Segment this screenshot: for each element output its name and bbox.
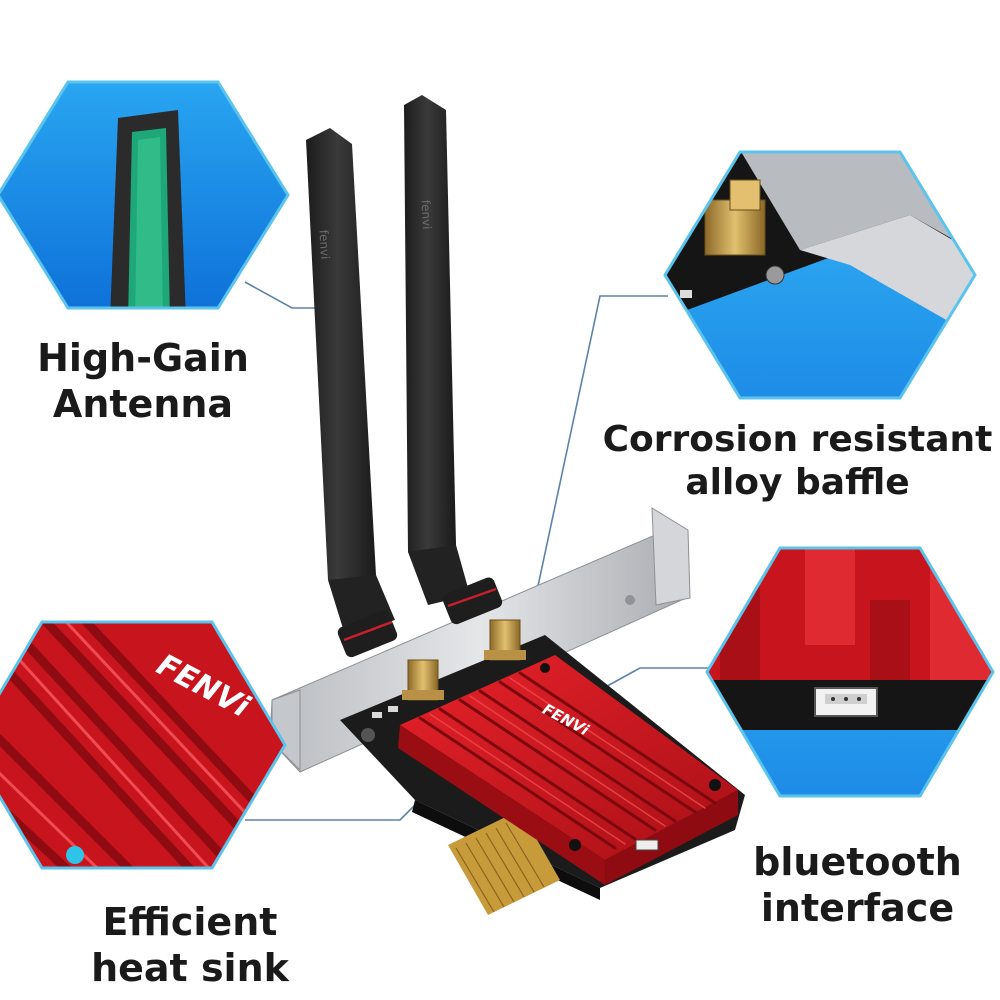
label-alloy-baffle: Corrosion resistant alloy baffle bbox=[600, 418, 995, 504]
label-heatsink-line1: Efficient bbox=[102, 900, 278, 944]
antenna-right: fenvi bbox=[404, 95, 503, 625]
label-baffle-line1: Corrosion resistant bbox=[602, 419, 993, 460]
hexagon-baffle-detail bbox=[663, 150, 977, 400]
label-bluetooth-interface: bluetooth interface bbox=[745, 840, 970, 931]
callout-line-bluetooth bbox=[599, 667, 712, 691]
label-bluetooth-line2: interface bbox=[760, 885, 955, 930]
callout-line-baffle bbox=[534, 295, 668, 601]
hexagon-bluetooth-detail bbox=[705, 546, 995, 798]
label-heat-sink: Efficient heat sink bbox=[60, 900, 320, 991]
label-antenna-line1: High-Gain bbox=[37, 336, 249, 380]
antenna-left: fenvi bbox=[306, 128, 398, 658]
hexagon-heatsink-detail: FENVi bbox=[0, 620, 287, 870]
callout-line-heatsink bbox=[245, 789, 431, 821]
label-baffle-line2: alloy baffle bbox=[685, 462, 910, 504]
wifi-card-product: FENVi fenvi bbox=[269, 95, 745, 915]
heat-sink: FENVi bbox=[398, 655, 738, 885]
antenna-right-mark: fenvi bbox=[418, 199, 434, 229]
label-antenna-line2: Antenna bbox=[52, 381, 234, 426]
antenna-left-mark: fenvi bbox=[316, 229, 332, 259]
hexagon-antenna-detail bbox=[0, 80, 290, 310]
label-high-gain-antenna: High-Gain Antenna bbox=[28, 336, 258, 427]
label-heatsink-line2: heat sink bbox=[91, 945, 289, 990]
label-bluetooth-line1: bluetooth bbox=[753, 840, 962, 884]
antenna-connectors bbox=[402, 619, 526, 701]
